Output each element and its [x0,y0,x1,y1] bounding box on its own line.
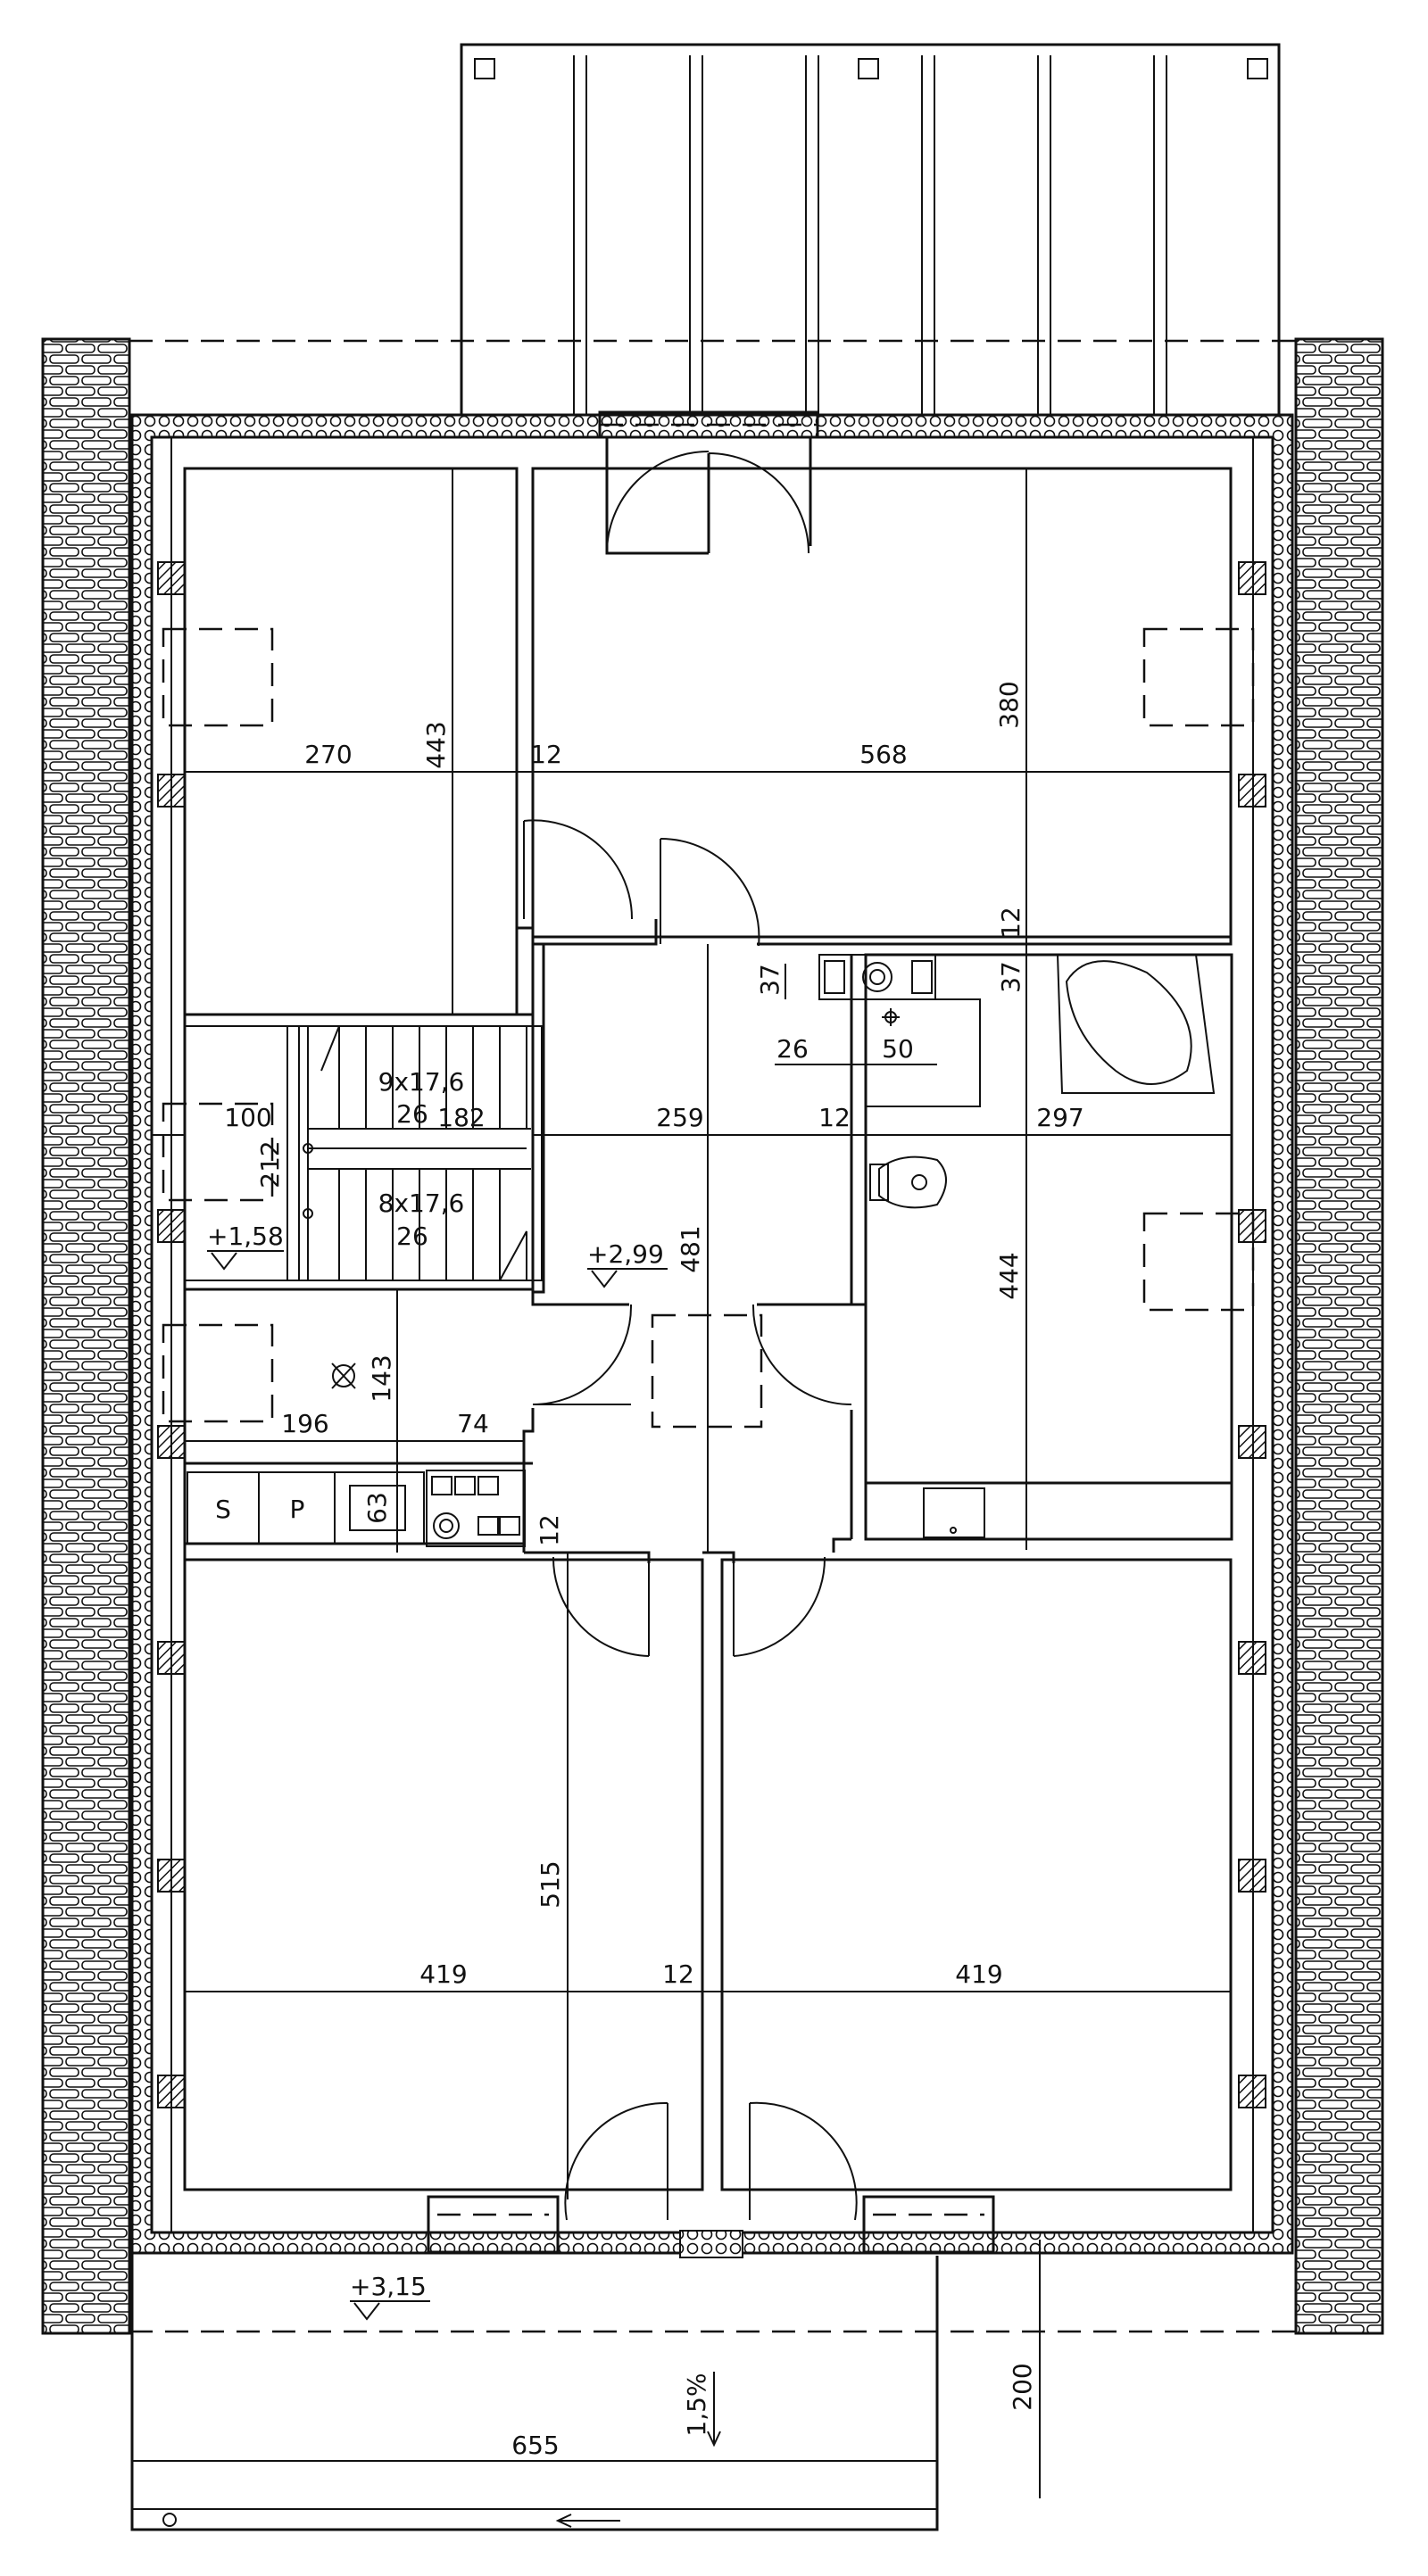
level-stair-landing: +1,58 [207,1222,284,1251]
bathroom-fixtures [818,954,1216,1538]
level-terrace: +3,15 [350,2272,427,2301]
pergola [460,43,1281,417]
stair-upper-run: 9x17,6 [378,1067,465,1097]
knee-wall-lines [170,437,1254,2232]
dim-443: 443 [421,721,451,768]
dim-212: 212 [255,1140,285,1188]
dim-419b: 419 [955,1959,1002,1989]
stair-upper-tread: 26 [396,1099,428,1129]
interior-doors [523,819,858,2221]
cabinet-p: P [290,1495,305,1524]
dim-143: 143 [367,1354,396,1402]
dim-63: 63 [362,1492,392,1524]
utility-fixtures [187,1363,526,1547]
terrace-doors [427,2195,995,2258]
dim-182: 182 [437,1103,485,1132]
dim-12e: 12 [662,1959,694,1989]
slope-marker: 1,5% [682,2372,721,2448]
dim-50: 50 [882,1034,914,1064]
dim-297: 297 [1036,1103,1083,1132]
terrace [130,2253,939,2531]
dim-37b: 37 [996,961,1025,993]
balcony-door-top [598,410,819,555]
dim-196: 196 [281,1409,328,1438]
dim-26a: 26 [776,1034,809,1064]
cabinet-s: S [215,1495,231,1524]
dim-259: 259 [656,1103,703,1132]
dim-37a: 37 [755,964,785,996]
dim-655: 655 [511,2431,559,2460]
dim-270: 270 [304,740,352,769]
level-markers: +1,58 +2,99 +3,15 [207,1222,668,2321]
slope-label: 1,5% [682,2373,711,2436]
dim-12b: 12 [996,907,1025,939]
dim-200: 200 [1008,2363,1037,2410]
dim-481: 481 [676,1225,705,1272]
dim-74: 74 [457,1409,489,1438]
stair-labels: 9x17,6 26 8x17,6 26 [378,1067,465,1251]
dim-568: 568 [859,740,907,769]
outer-wall [130,413,1294,2255]
dim-12a: 12 [530,740,562,769]
stair-lower-run: 8x17,6 [378,1189,465,1218]
dim-380: 380 [994,681,1024,728]
dimension-lines [132,468,1231,2498]
dim-12c: 12 [818,1103,851,1132]
level-hall: +2,99 [587,1239,664,1269]
side-walls [41,337,1384,2335]
stair-lower-tread: 26 [396,1222,428,1251]
dim-419a: 419 [419,1959,467,1989]
dimension-labels: 270 443 12 568 380 12 37 37 26 50 100 18… [224,681,1083,2460]
dim-515: 515 [536,1860,565,1908]
dim-12d: 12 [535,1514,564,1546]
staircase [184,1025,543,1281]
cabinet-labels: S P [215,1495,304,1524]
roof-outline [129,339,1296,2333]
dim-444: 444 [994,1252,1024,1299]
dim-100: 100 [224,1103,271,1132]
